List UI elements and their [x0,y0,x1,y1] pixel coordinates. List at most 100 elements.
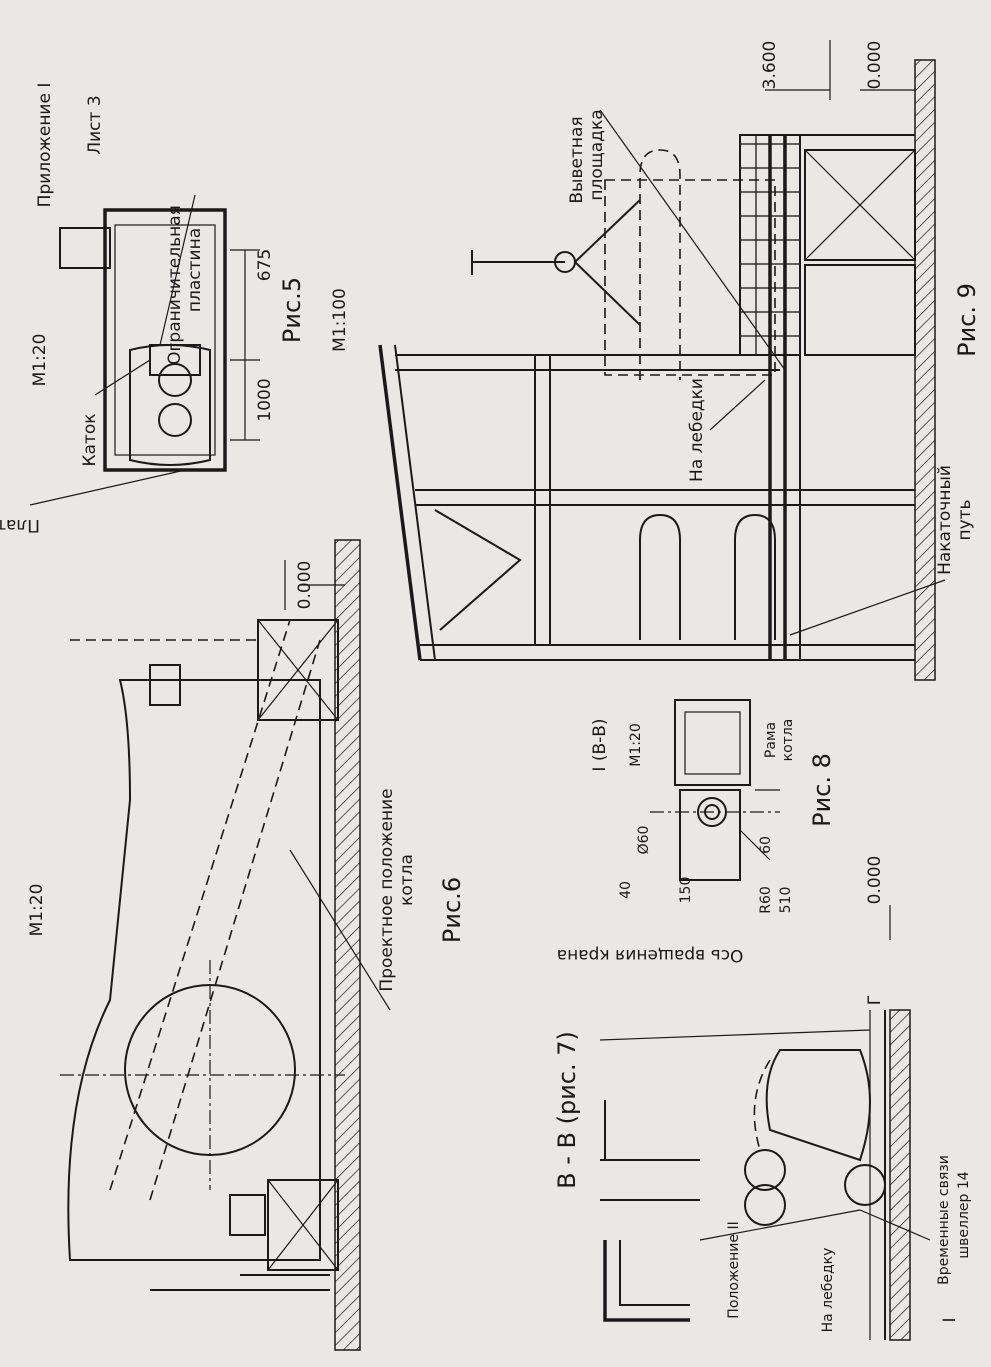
roller-wheel-2 [158,403,192,437]
fig6-level: 0.000 [295,561,315,610]
fig8-scale: М1:20 [628,723,644,767]
fig6-caption: Рис.6 [438,877,466,943]
roller-bottom [229,1194,266,1236]
fig8-dim-40: 40 [618,881,634,899]
outrigger-platform [739,134,801,356]
fig9-ground-hatch [914,59,936,681]
dim-ext-2 [739,829,771,861]
platform-body [103,208,227,472]
figure-7-section: 0.000 В - В (рис. 7) Ось вращения крана … [553,856,972,1341]
dashed-boiler-body [604,179,776,376]
fig7-label-rotation: Ось вращения крана [557,945,744,965]
truss-diag [434,509,522,631]
leader-winch [709,379,766,431]
scaffold-upper [804,149,916,261]
boiler-section-dashed [753,1059,771,1151]
fig8-section: I (В-В) [590,718,610,771]
fig8-dim-150: 150 [678,877,694,904]
leader-katok [94,359,151,396]
fig5-caption: Рис.5 [278,277,306,343]
fig6-label-project-2: котла [397,854,417,906]
fig8-dim-510: 510 [778,887,794,914]
leader-platform [599,109,786,371]
roof-slope-line-2 [394,344,436,661]
fig8-dim-r60: R60 [758,886,774,914]
roller-wheel-1 [158,363,192,397]
fig8-caption: Рис. 8 [808,753,836,827]
fig8-label-frame-2: котла [780,719,796,762]
support-top [257,619,339,721]
appendix-label: Приложение I [35,83,55,208]
rotation-axis-line [599,1029,871,1041]
fig6-label-project-1: Проектное положение [377,788,397,991]
figure-8: I (В-В) М1:20 Рама котла Ø60 60 150 40 R… [590,699,836,914]
boiler-outline [67,679,321,1261]
boiler-outline-dashed [149,639,321,1201]
support-top-cross [257,619,339,721]
fig5-label-katok: Каток [80,413,100,466]
drum-circle-1 [744,1149,786,1191]
fig5-label-platforma: Платформа [0,515,40,535]
figure-6: 0.000 Проектное положение котла М1:20 Ри… [27,539,466,1351]
fig7-label-position: Положение II [726,1221,742,1318]
fig7-level: 0.000 [865,856,885,905]
fig5-label-plate-2: пластина [185,228,205,312]
leader-ties [859,1209,931,1241]
fig9-label-platform-2: площадка [587,109,607,200]
support-bottom-cross [267,1179,339,1271]
fig7-mark-i: I [940,1317,960,1322]
figure-5: 675 1000 М1:20 Каток Ограничительная пла… [0,83,306,535]
fig7-mark-g: Г [865,995,885,1005]
leader-platforma [29,469,186,506]
drum-shape-1 [639,513,681,640]
figure-9: 3.600 0.000 Выветная площадка На лебедки… [330,40,981,681]
fig5-scale: М1:20 [30,334,50,387]
fig9-label-platform-1: Выветная [567,116,587,203]
leader-plate [159,194,196,346]
drum-circle-3 [844,1164,886,1206]
boiler-frame-inner [684,711,741,775]
sheet-number: Лист 3 [85,95,105,154]
boiler-axis-dashed [109,619,291,1191]
scaffold-lower [804,264,916,356]
fig5-dim-675: 675 [255,249,275,281]
fig8-dim-d60: Ø60 [636,826,652,855]
beam-end [59,227,111,269]
fig9-caption: Рис. 9 [953,283,981,357]
boiler-section [765,1049,871,1162]
leader-project [289,849,391,1011]
support-bottom [267,1179,339,1271]
leader-winch-7 [699,1209,861,1241]
fig7-label-ties-2: швеллер 14 [956,1171,972,1258]
boiler-frame-box [674,699,751,786]
leader-track [789,579,946,636]
fig8-dim-60: 60 [758,836,774,854]
fig9-level-0000: 0.000 [865,41,885,90]
scaffold-upper-cross [804,149,916,261]
fig9-label-track-1: Накаточный [935,465,955,575]
fig5-label-plate-1: Ограничительная [165,205,185,365]
fig9-level-3600: 3.600 [760,41,780,90]
fig9-scale: М1:100 [330,288,350,352]
fig9-label-track-2: путь [955,499,975,540]
drum-shape-2 [734,513,776,640]
fig6-scale: М1:20 [27,884,47,937]
fig7-label-ties-1: Временные связи [936,1155,952,1285]
dashed-boiler-1 [639,149,681,380]
drum-circle-2 [744,1184,786,1226]
platform-inner [114,224,216,456]
wall-corner-inner [619,1240,690,1306]
roller-top [149,664,181,706]
fig7-section-title: В - В (рис. 7) [553,1031,581,1189]
ground-hatch [334,539,361,1351]
fig8-label-frame-1: Рама [763,722,779,758]
fig7-label-winch: На лебедку [820,1248,836,1333]
sling-lines [574,199,641,326]
roof-slope-line [378,344,422,661]
fig9-label-winch: На лебедки [687,378,707,482]
pin-block [679,789,741,881]
fig5-dim-1000: 1000 [255,378,275,421]
wall-corner [603,1240,690,1322]
